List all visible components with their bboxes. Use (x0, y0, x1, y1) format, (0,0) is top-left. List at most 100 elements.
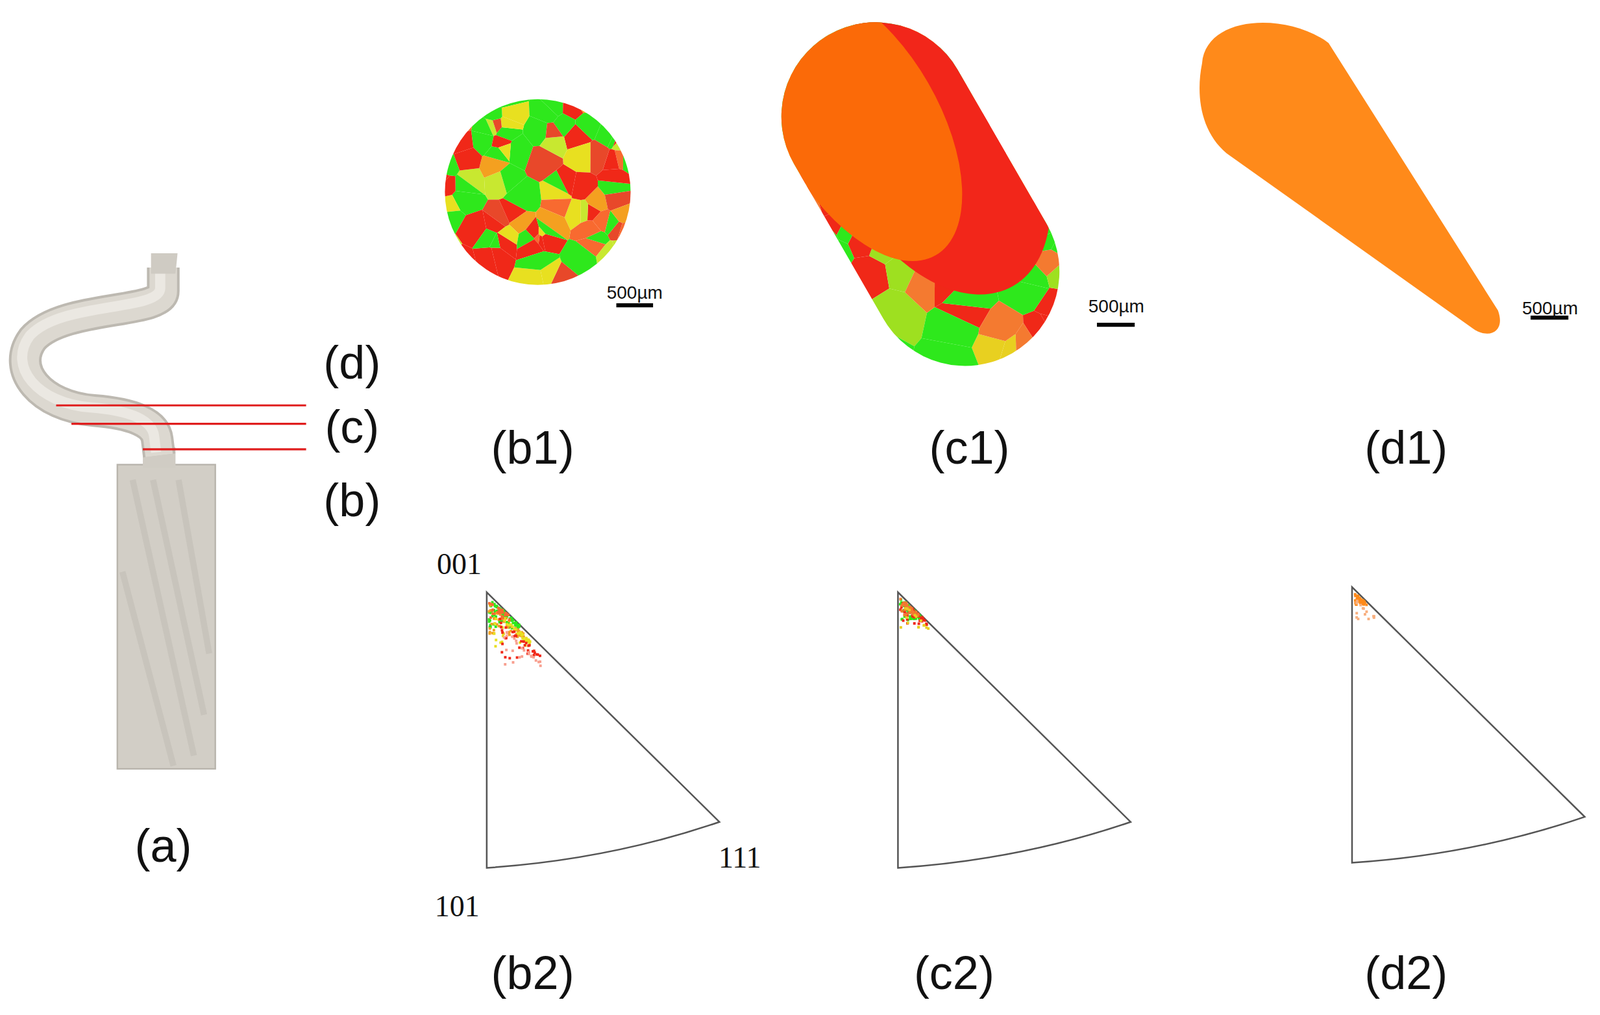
grain (1055, 112, 1072, 154)
orientation-dot (500, 628, 504, 632)
grain (982, 47, 1027, 95)
orientation-dot (539, 664, 542, 667)
grain (623, 108, 639, 139)
grain (492, 118, 502, 134)
orientation-dot (503, 636, 506, 639)
orientation-dot (501, 616, 505, 620)
orientation-dot (520, 646, 524, 650)
orientation-dot (1359, 603, 1362, 607)
orientation-dot (520, 654, 524, 658)
orientation-dot (527, 650, 531, 653)
grain (1005, 93, 1048, 146)
orientation-dot (1355, 615, 1358, 619)
grain (829, 322, 853, 353)
orientation-dot (1358, 596, 1362, 600)
grain (765, 328, 790, 378)
panel-label: (c) (324, 403, 380, 450)
grain (1025, 49, 1072, 82)
grain (1033, 342, 1072, 378)
grain (438, 279, 470, 296)
orientation-dot (509, 623, 513, 626)
grain (500, 267, 546, 296)
orientation-dot (899, 597, 903, 601)
grain (805, 269, 850, 306)
grain (1033, 118, 1072, 172)
orientation-dot (923, 619, 927, 622)
orientation-dot (511, 630, 515, 633)
orientation-dot (919, 619, 923, 622)
orientation-dot (1372, 614, 1375, 618)
orientation-dot (491, 608, 494, 611)
grain (1059, 312, 1072, 342)
grain (1043, 77, 1068, 113)
grain (532, 92, 563, 117)
grain (580, 199, 588, 223)
orientation-dot (487, 609, 491, 613)
orientation-dot (908, 617, 912, 620)
grain (978, 300, 1023, 341)
grain (627, 138, 639, 169)
ipf-triangle (486, 591, 720, 868)
grain (602, 110, 628, 131)
scale-bar (1096, 322, 1135, 327)
orientation-dot (510, 634, 514, 638)
orientation-dot (520, 633, 524, 637)
grain (1051, 217, 1064, 235)
orientation-dot (511, 649, 515, 652)
orientation-dot (505, 630, 509, 634)
casting-shade (122, 571, 174, 766)
orientation-dot (507, 630, 511, 633)
grain (971, 333, 1006, 378)
grain (489, 232, 501, 248)
orientation-dot (521, 636, 524, 640)
orientation-dot (904, 601, 908, 604)
orientation-dot (510, 625, 514, 629)
orientation-dot (532, 655, 535, 659)
grain (612, 240, 638, 263)
inverse-pole-figure (897, 591, 1131, 868)
grain (535, 207, 571, 241)
orientation-dot (499, 621, 503, 624)
grain (807, 291, 855, 323)
panel-label: (d2) (1364, 948, 1448, 996)
scale-bar (616, 303, 654, 308)
grain (765, 243, 783, 284)
grain (569, 220, 602, 242)
orientation-dot (503, 655, 507, 659)
orientation-dot (908, 611, 911, 615)
casting-illustration (22, 253, 306, 769)
grain (539, 136, 568, 159)
orientation-dot (1372, 614, 1376, 618)
orientation-dot (498, 611, 502, 615)
orientation-dot (517, 623, 521, 626)
orientation-dot (902, 613, 906, 616)
grain (765, 159, 780, 193)
orientation-dot (914, 614, 918, 618)
grain (629, 261, 639, 285)
orientation-dot (917, 622, 921, 626)
grain (597, 180, 639, 195)
grain (610, 200, 639, 223)
grain (573, 271, 604, 296)
grain (795, 351, 839, 378)
grain (1040, 313, 1062, 337)
single-crystal-grain (1199, 22, 1501, 334)
grain (812, 239, 855, 275)
grain (861, 353, 903, 378)
orientation-dot (906, 621, 910, 624)
orientation-dot (491, 608, 494, 612)
orientation-dot (492, 628, 496, 631)
casting-block (117, 464, 216, 768)
orientation-dot (504, 625, 507, 629)
ipf-triangle (1352, 586, 1585, 862)
orientation-dot (1353, 592, 1357, 596)
inverse-pole-figure (486, 591, 720, 868)
grain (455, 101, 476, 119)
orientation-dot (492, 632, 496, 635)
grain (1043, 200, 1072, 215)
grain (476, 99, 502, 121)
grain (978, 85, 1010, 113)
orientation-dot (501, 642, 504, 646)
orientation-dot (494, 617, 498, 620)
